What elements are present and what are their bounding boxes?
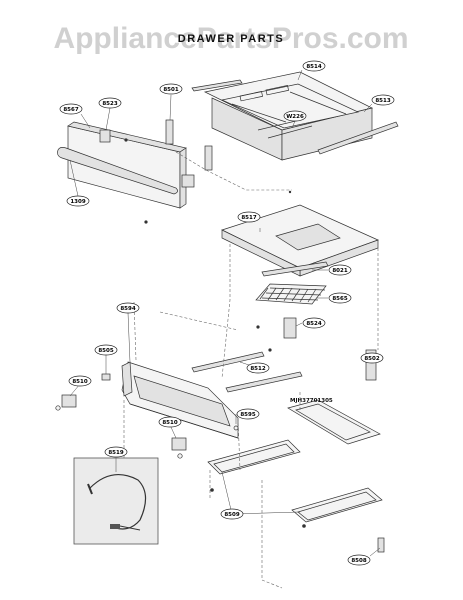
callout-8508: 8508 [347, 554, 371, 566]
left-rail [191, 79, 243, 92]
svg-text:8565: 8565 [332, 296, 347, 302]
callout-8595: 8595 [236, 408, 260, 420]
callout-8524: 8524 [302, 317, 326, 329]
svg-text:8508: 8508 [351, 558, 366, 564]
right-slide-rail [317, 121, 399, 155]
roller-channel-upper [207, 439, 301, 475]
svg-text:8505: 8505 [98, 348, 113, 354]
svg-text:8524: 8524 [306, 321, 321, 327]
side-bracket [365, 349, 377, 381]
screw-8508 [377, 537, 385, 553]
diagram-title: DRAWER PARTS [178, 33, 284, 45]
hinge-8510-left [55, 394, 77, 411]
center-bracket [283, 317, 297, 339]
clip-8505 [101, 373, 111, 381]
callout-8567: 8567 [59, 103, 83, 115]
svg-text:1309: 1309 [70, 199, 85, 205]
front-bracket-upper [165, 119, 174, 145]
callout-8021: 8021 [328, 264, 352, 276]
callout-1309: 1309 [66, 195, 90, 207]
roller-channel-lower [291, 487, 383, 523]
svg-text:8519: 8519 [108, 450, 123, 456]
callout-8502: 8502 [360, 352, 384, 364]
svg-text:8523: 8523 [102, 101, 117, 107]
hinge-8510-center [171, 437, 187, 459]
svg-text:8513: 8513 [375, 98, 390, 104]
svg-text:8567: 8567 [63, 107, 78, 113]
svg-text:8510: 8510 [162, 420, 177, 426]
callout-8519: 8519 [104, 446, 128, 458]
svg-text:8502: 8502 [364, 356, 379, 362]
svg-text:8514: 8514 [306, 64, 321, 70]
front-bracket-lower [204, 145, 213, 171]
drawer-handle [57, 146, 178, 195]
callout-8514: 8514 [302, 60, 326, 72]
svg-text:8512: 8512 [250, 366, 265, 372]
vent-grid [255, 283, 327, 305]
callout-8517: 8517 [237, 211, 261, 223]
svg-text:8510: 8510 [72, 379, 87, 385]
part-number-label: MJH37701305 [290, 398, 333, 404]
callout-8594: 8594 [116, 302, 140, 314]
callout-8512: 8512 [246, 362, 270, 374]
svg-text:8021: 8021 [332, 268, 347, 274]
watermark: AppliancePartsPros.com [53, 22, 408, 55]
slide-rail-lower [225, 371, 303, 393]
svg-text:8594: 8594 [120, 306, 135, 312]
spacer-bracket-right [181, 174, 195, 188]
callout-8565: 8565 [328, 292, 352, 304]
svg-text:8595: 8595 [240, 412, 255, 418]
svg-text:8501: 8501 [163, 87, 178, 93]
screw-8595 [233, 425, 239, 431]
callout-8510-left: 8510 [68, 375, 92, 387]
spacer-bracket-left [99, 129, 111, 143]
slide-rail-upper [191, 351, 265, 373]
svg-text:8509: 8509 [224, 512, 239, 518]
bottom-guide-channel [287, 399, 381, 445]
drawer-box [203, 71, 374, 161]
assembly-guide-lines [123, 151, 379, 589]
svg-text:W226: W226 [286, 114, 304, 120]
callout-w226: W226 [283, 110, 307, 122]
svg-text:8517: 8517 [241, 215, 256, 221]
callout-8513: 8513 [371, 94, 395, 106]
seal-strip [261, 261, 329, 277]
callout-8509: 8509 [220, 508, 244, 520]
callout-8505: 8505 [94, 344, 118, 356]
wire-harness-photo [73, 457, 159, 545]
callout-8501: 8501 [159, 83, 183, 95]
callout-8523: 8523 [98, 97, 122, 109]
callout-8510-center: 8510 [158, 416, 182, 428]
drawer-frame [121, 361, 239, 439]
